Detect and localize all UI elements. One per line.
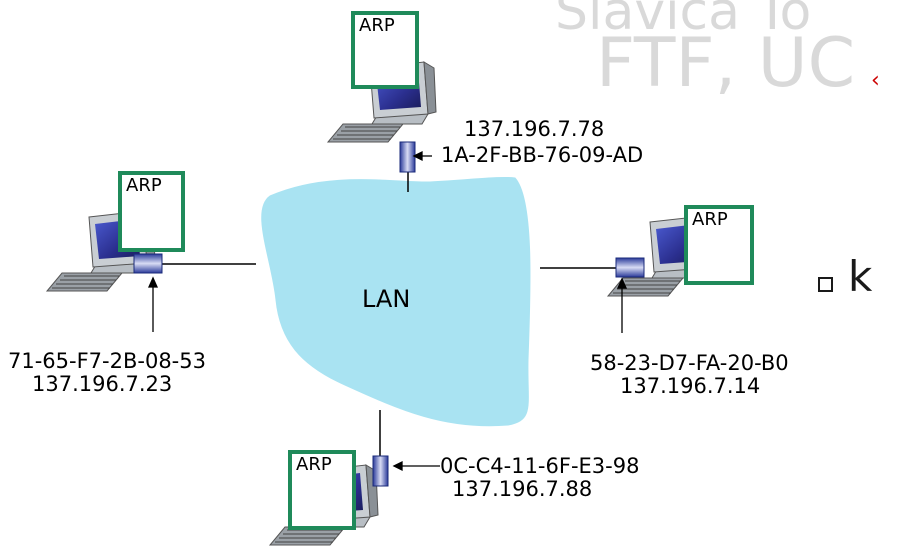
- ip-address-left: 137.196.7.23: [32, 372, 173, 396]
- mac-address-top: 1A-2F-BB-76-09-AD: [441, 143, 644, 167]
- ip-address-right: 137.196.7.14: [620, 374, 761, 398]
- lan-label: LAN: [362, 285, 411, 313]
- mac-address-left: 71-65-F7-2B-08-53: [8, 349, 206, 373]
- network-interface-icon: [615, 257, 645, 278]
- network-interface-icon: [133, 253, 163, 274]
- ip-address-top: 137.196.7.78: [464, 117, 605, 141]
- mac-address-bottom: 0C-C4-11-6F-E3-98: [440, 454, 640, 478]
- watermark-line-2: FTF, UC: [596, 24, 856, 103]
- network-interface-icon: [399, 141, 416, 173]
- arp-table-top: ARP: [351, 11, 419, 89]
- lan-cloud: [261, 176, 531, 427]
- network-interface-icon: [372, 455, 389, 487]
- arp-table-left: ARP: [118, 171, 185, 252]
- arp-table-right: ARP: [684, 205, 754, 285]
- bullet-text: k: [848, 252, 873, 301]
- mac-address-right: 58-23-D7-FA-20-B0: [590, 351, 789, 375]
- arp-table-bottom: ARP: [288, 450, 356, 530]
- red-mark: ‹: [871, 68, 880, 93]
- watermark-line-1: Slavica To: [555, 0, 812, 42]
- ip-address-bottom: 137.196.7.88: [452, 477, 593, 501]
- checkbox-bullet-icon: [818, 277, 833, 292]
